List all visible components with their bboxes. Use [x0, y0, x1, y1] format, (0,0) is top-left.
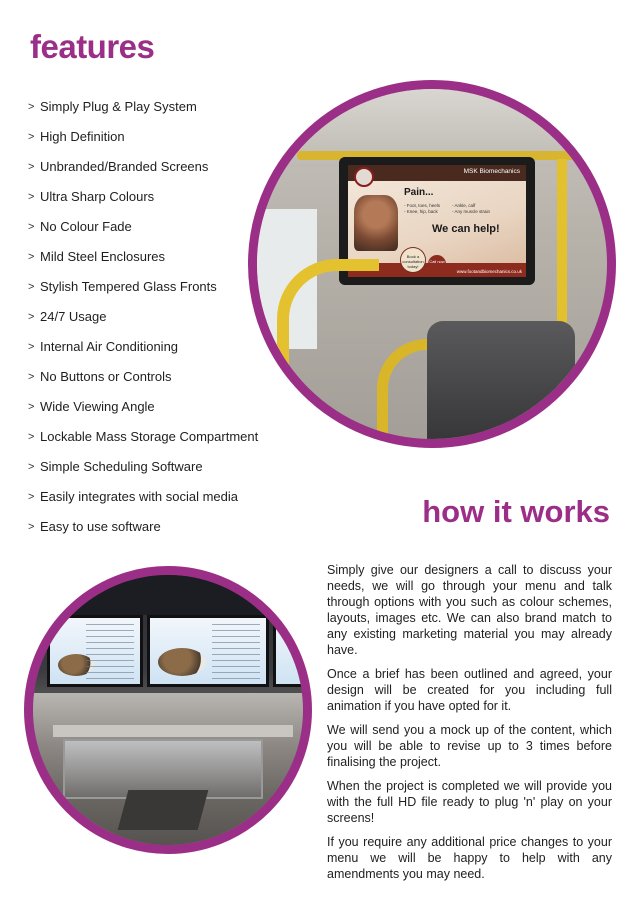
feature-label: No Colour Fade [40, 219, 132, 234]
bus-screen-photo: MSK Biomechanics Pain... - Foot, toes, h… [248, 80, 616, 448]
feature-label: High Definition [40, 129, 125, 144]
how-it-works-heading: how it works [422, 494, 610, 529]
chevron-right-icon: > [28, 461, 35, 473]
kitchen-ceiling [33, 575, 303, 615]
advert-call-badge: Call now [428, 255, 446, 273]
how-paragraph: Once a brief has been outlined and agree… [327, 667, 612, 713]
feature-item: > Wide Viewing Angle [28, 392, 258, 422]
menu-price-list [212, 624, 260, 680]
chevron-right-icon: > [28, 341, 35, 353]
bus-rail [297, 151, 597, 160]
feature-label: Internal Air Conditioning [40, 339, 179, 354]
advert-cta: We can help! [432, 223, 500, 235]
feature-item: > Ultra Sharp Colours [28, 182, 258, 212]
chevron-right-icon: > [28, 161, 35, 173]
advert-header [348, 165, 526, 181]
feature-item: > No Buttons or Controls [28, 362, 258, 392]
advert-headline: Pain... [404, 187, 434, 198]
kitchen-menu-photo [24, 566, 312, 854]
feature-item: > No Colour Fade [28, 212, 258, 242]
feature-label: Easy to use software [40, 519, 161, 534]
chevron-right-icon: > [28, 251, 35, 263]
features-list: > Simply Plug & Play System > High Definit… [28, 92, 258, 542]
feature-label: Lockable Mass Storage Compartment [40, 429, 259, 444]
feature-item: > Simply Plug & Play System [28, 92, 258, 122]
feature-item: > Simple Scheduling Software [28, 452, 258, 482]
chevron-right-icon: > [28, 131, 35, 143]
feature-label: No Buttons or Controls [40, 369, 172, 384]
fryer [117, 790, 209, 830]
feature-item: > Mild Steel Enclosures [28, 242, 258, 272]
how-paragraph: We will send you a mock up of the conten… [327, 723, 612, 769]
how-it-works-text: Simply give our designers a call to disc… [327, 562, 612, 890]
chevron-right-icon: > [28, 101, 35, 113]
chevron-right-icon: > [28, 401, 35, 413]
chevron-right-icon: > [28, 371, 35, 383]
feature-item: >24/7 Usage [28, 302, 258, 332]
advert-symptoms-left: - Foot, toes, heels - Knee, hip, back [404, 203, 441, 214]
feature-item: > Internal Air Conditioning [28, 332, 258, 362]
display-glass [63, 739, 263, 799]
feature-label: Ultra Sharp Colours [40, 189, 155, 204]
menu-board-screen [47, 615, 143, 687]
counter-top [53, 725, 293, 737]
feature-label: Stylish Tempered Glass Fronts [40, 279, 217, 294]
advert-consult-badge: Book a consultation today! [400, 247, 426, 273]
bus-handrail [277, 259, 379, 439]
advert-symptoms-right: - Ankle, calf - Any muscle strain [452, 203, 491, 214]
advert-photo [354, 195, 398, 251]
feature-label: Simply Plug & Play System [40, 99, 197, 114]
feature-item: > Stylish Tempered Glass Fronts [28, 272, 258, 302]
menu-price-list [86, 624, 134, 680]
feature-label: Simple Scheduling Software [40, 459, 203, 474]
chevron-right-icon: > [28, 521, 35, 533]
menu-board-screen [273, 615, 303, 687]
advert-brand: MSK Biomechanics [463, 168, 520, 175]
advert-logo [354, 167, 374, 187]
chevron-right-icon: > [28, 311, 35, 323]
features-heading: features [30, 28, 155, 65]
feature-label: Unbranded/Branded Screens [40, 159, 209, 174]
bus-pole [557, 159, 567, 439]
feature-label: Wide Viewing Angle [40, 399, 155, 414]
chevron-right-icon: > [28, 191, 35, 203]
menu-board-screen [147, 615, 269, 687]
how-paragraph: If you require any additional price chan… [327, 835, 612, 881]
feature-item: > Unbranded/Branded Screens [28, 152, 258, 182]
chevron-right-icon: > [28, 221, 35, 233]
how-paragraph: When the project is completed we will pr… [327, 779, 612, 825]
feature-item: > Easy to use software [28, 512, 258, 542]
chevron-right-icon: > [28, 431, 35, 443]
bus-seat [427, 321, 575, 439]
menu-food-image [58, 654, 94, 676]
digital-screen: MSK Biomechanics Pain... - Foot, toes, h… [339, 157, 535, 285]
feature-label: Easily integrates with social media [40, 489, 238, 504]
feature-item: > Easily integrates with social media [28, 482, 258, 512]
chevron-right-icon: > [28, 491, 35, 503]
screen-advert: MSK Biomechanics Pain... - Foot, toes, h… [348, 165, 526, 277]
menu-food-image [158, 648, 206, 676]
feature-item: > Lockable Mass Storage Compartment [28, 422, 258, 452]
feature-item: > High Definition [28, 122, 258, 152]
chevron-right-icon: > [28, 281, 35, 293]
how-paragraph: Simply give our designers a call to disc… [327, 563, 612, 657]
advert-website: www.footandbiomechanics.co.uk [456, 269, 522, 274]
feature-label: Mild Steel Enclosures [40, 249, 165, 264]
feature-label: 24/7 Usage [40, 309, 107, 324]
